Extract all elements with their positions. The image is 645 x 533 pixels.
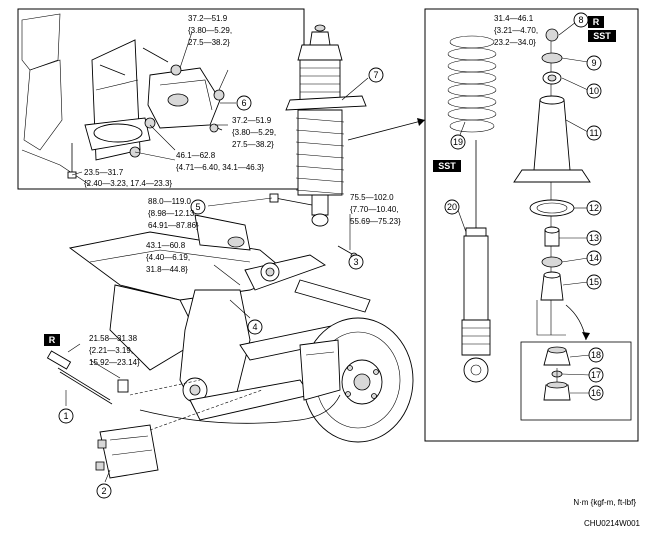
svg-text:{3.21—4.70,: {3.21—4.70, (494, 26, 538, 35)
callout-20: 20 (444, 199, 460, 215)
callout-16: 16 (588, 385, 604, 401)
svg-text:88.0—119.0: 88.0—119.0 (148, 197, 192, 206)
callout-9: 9 (586, 55, 602, 71)
callout-14: 14 (586, 250, 602, 266)
inset-box (17, 8, 305, 190)
torque-top-inset-2: 37.2—51.9 {3.80—5.29, 27.5—38.2} (232, 116, 276, 149)
svg-text:{2.21—3.19,: {2.21—3.19, (89, 346, 133, 355)
svg-text:23.5—31.7: 23.5—31.7 (84, 168, 124, 177)
coil-spring (447, 35, 497, 133)
parts-column (513, 28, 591, 341)
svg-text:31.8—44.8}: 31.8—44.8} (146, 265, 188, 274)
tag-r-right-text: R (593, 17, 600, 27)
damper (461, 140, 491, 383)
tag-sst-top-text: SST (593, 31, 611, 41)
svg-text:15: 15 (589, 277, 599, 287)
svg-text:6: 6 (241, 98, 246, 108)
callout-5: 5 (190, 199, 206, 215)
callout-8: 8 (573, 12, 589, 28)
torque-nut-8: 31.4—46.1 {3.21—4.70, 23.2—34.0} (494, 14, 538, 47)
svg-text:10: 10 (589, 86, 599, 96)
svg-text:{8.98—12.13,: {8.98—12.13, (148, 209, 196, 218)
callouts: 1 2 3 4 5 6 7 8 9 10 11 12 13 14 15 16 1… (58, 12, 604, 499)
tag-sst-spring-text: SST (438, 161, 456, 171)
callout-17: 17 (588, 367, 604, 383)
svg-text:21.58—31.38: 21.58—31.38 (89, 334, 138, 343)
torque-3: 75.5—102.0 {7.70—10.40, 55.69—75.23} (350, 193, 401, 226)
svg-text:2: 2 (101, 486, 106, 496)
unit-legend: N·m {kgf-m, ft-lbf} (573, 498, 636, 507)
svg-text:15.92—23.14}: 15.92—23.14} (89, 358, 140, 367)
callout-13: 13 (586, 230, 602, 246)
callout-7: 7 (368, 67, 384, 83)
bump-stop-subbox (520, 341, 632, 421)
callout-4: 4 (247, 319, 263, 335)
svg-text:19: 19 (453, 137, 463, 147)
svg-text:20: 20 (447, 202, 457, 212)
torque-mount: 46.1—62.8 {4.71—6.40, 34.1—46.3} (176, 151, 264, 172)
svg-text:27.5—38.2}: 27.5—38.2} (232, 140, 274, 149)
svg-text:{3.80—5.29,: {3.80—5.29, (232, 128, 276, 137)
callout-15: 15 (586, 274, 602, 290)
svg-text:1: 1 (63, 411, 68, 421)
svg-text:31.4—46.1: 31.4—46.1 (494, 14, 534, 23)
svg-text:7: 7 (373, 70, 378, 80)
svg-text:27.5—38.2}: 27.5—38.2} (188, 38, 230, 47)
svg-text:18: 18 (591, 350, 601, 360)
callout-2: 2 (96, 483, 112, 499)
torque-5: 88.0—119.0 {8.98—12.13, 64.91—87.86} (148, 197, 199, 230)
callout-12: 12 (586, 200, 602, 216)
svg-text:{7.70—10.40,: {7.70—10.40, (350, 205, 398, 214)
torque-1: 21.58—31.38 {2.21—3.19, 15.92—23.14} (89, 334, 140, 367)
tag-r-right: R (588, 16, 604, 28)
callout-10: 10 (586, 83, 602, 99)
svg-text:37.2—51.9: 37.2—51.9 (232, 116, 272, 125)
svg-text:11: 11 (589, 128, 598, 138)
callout-11: 11 (586, 125, 602, 141)
torque-top-inset-1: 37.2—51.9 {3.80—5.29, 27.5—38.2} (188, 14, 232, 47)
callout-1: 1 (58, 408, 74, 424)
svg-text:4: 4 (252, 322, 257, 332)
svg-text:5: 5 (195, 202, 200, 212)
tag-r-left-text: R (49, 335, 56, 345)
callout-6: 6 (236, 95, 252, 111)
callout-19: 19 (450, 134, 466, 150)
svg-text:55.69—75.23}: 55.69—75.23} (350, 217, 401, 226)
callout-18: 18 (588, 347, 604, 363)
svg-text:8: 8 (578, 15, 583, 25)
shock-assembly (285, 24, 426, 227)
svg-text:46.1—62.8: 46.1—62.8 (176, 151, 216, 160)
svg-text:{2.40—3.23, 17.4—23.3}: {2.40—3.23, 17.4—23.3} (84, 179, 172, 188)
svg-text:23.2—34.0}: 23.2—34.0} (494, 38, 536, 47)
svg-text:3: 3 (353, 257, 358, 267)
figure-code: CHU0214W001 (584, 519, 641, 528)
suspension-assembly (46, 193, 414, 483)
tag-sst-spring: SST (433, 160, 461, 172)
svg-text:64.91—87.86}: 64.91—87.86} (148, 221, 199, 230)
right-exploded-box (424, 8, 639, 442)
svg-text:43.1—60.8: 43.1—60.8 (146, 241, 186, 250)
torque-4: 43.1—60.8 {4.40—6.19, 31.8—44.8} (146, 241, 190, 274)
tag-sst-top: SST (588, 30, 616, 42)
svg-text:12: 12 (589, 203, 599, 213)
svg-text:75.5—102.0: 75.5—102.0 (350, 193, 394, 202)
svg-text:17: 17 (591, 370, 601, 380)
callout-3: 3 (348, 254, 364, 270)
tag-r-left: R (44, 334, 60, 346)
svg-text:{3.80—5.29,: {3.80—5.29, (188, 26, 232, 35)
svg-text:9: 9 (591, 58, 596, 68)
svg-text:16: 16 (591, 388, 601, 398)
svg-text:37.2—51.9: 37.2—51.9 (188, 14, 228, 23)
svg-text:{4.71—6.40, 34.1—46.3}: {4.71—6.40, 34.1—46.3} (176, 163, 264, 172)
torque-bolt: 23.5—31.7 {2.40—3.23, 17.4—23.3} (84, 168, 172, 188)
svg-text:{4.40—6.19,: {4.40—6.19, (146, 253, 190, 262)
svg-text:14: 14 (589, 253, 599, 263)
svg-text:13: 13 (589, 233, 599, 243)
